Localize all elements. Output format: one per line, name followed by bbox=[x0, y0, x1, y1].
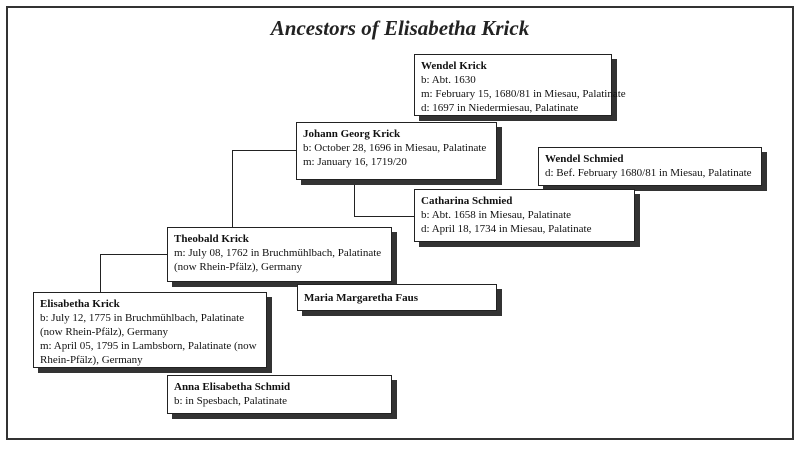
person-name: Wendel Schmied bbox=[545, 153, 624, 165]
connector-line bbox=[100, 254, 101, 292]
person-name: Catharina Schmied bbox=[421, 195, 513, 207]
chart-title: Ancestors of Elisabetha Krick bbox=[270, 16, 530, 40]
person-detail: m: July 08, 1762 in Bruchmühlbach, Palat… bbox=[174, 247, 382, 259]
person-detail: (now Rhein-Pfälz), Germany bbox=[40, 326, 168, 338]
person-detail: b: in Spesbach, Palatinate bbox=[174, 395, 288, 407]
person-box-wendel-schmied[interactable]: Wendel Schmied d: Bef. February 1680/81 … bbox=[538, 147, 762, 186]
person-detail: m: February 15, 1680/81 in Miesau, Palat… bbox=[421, 88, 626, 100]
person-name: Elisabetha Krick bbox=[40, 298, 120, 310]
person-box-catharina-schmied[interactable]: Catharina Schmied b: Abt. 1658 in Miesau… bbox=[414, 189, 635, 242]
connector-line bbox=[354, 216, 414, 217]
person-box-elisabetha-krick[interactable]: Elisabetha Krick b: July 12, 1775 in Bru… bbox=[33, 292, 267, 368]
person-detail: m: January 16, 1719/20 bbox=[303, 156, 407, 168]
person-detail: d: 1697 in Niedermiesau, Palatinate bbox=[421, 102, 579, 114]
person-detail: m: April 05, 1795 in Lambsborn, Palatina… bbox=[40, 340, 257, 352]
person-detail: b: July 12, 1775 in Bruchmühlbach, Palat… bbox=[40, 312, 245, 324]
connector-line bbox=[232, 150, 296, 151]
person-detail: b: Abt. 1630 bbox=[421, 74, 476, 86]
person-box-anna-elisabetha-schmid[interactable]: Anna Elisabetha Schmid b: in Spesbach, P… bbox=[167, 375, 392, 414]
person-detail: b: Abt. 1658 in Miesau, Palatinate bbox=[421, 209, 572, 221]
person-name: Maria Margaretha Faus bbox=[304, 292, 419, 304]
person-box-johann-georg-krick[interactable]: Johann Georg Krick b: October 28, 1696 i… bbox=[296, 122, 497, 180]
person-name: Johann Georg Krick bbox=[303, 128, 401, 140]
connector-line bbox=[354, 180, 355, 216]
chart-frame bbox=[6, 6, 794, 440]
person-detail: Rhein-Pfälz), Germany bbox=[40, 354, 143, 366]
person-detail: b: October 28, 1696 in Miesau, Palatinat… bbox=[303, 142, 487, 154]
connector-line bbox=[232, 150, 233, 227]
person-detail: d: April 18, 1734 in Miesau, Palatinate bbox=[421, 223, 592, 235]
person-detail: d: Bef. February 1680/81 in Miesau, Pala… bbox=[545, 167, 752, 179]
connector-line bbox=[100, 254, 167, 255]
person-name: Wendel Krick bbox=[421, 60, 487, 72]
person-box-theobald-krick[interactable]: Theobald Krick m: July 08, 1762 in Bruch… bbox=[167, 227, 392, 282]
person-name: Anna Elisabetha Schmid bbox=[174, 381, 291, 393]
person-name: Theobald Krick bbox=[174, 233, 249, 245]
person-detail: (now Rhein-Pfälz), Germany bbox=[174, 261, 302, 273]
person-box-wendel-krick[interactable]: Wendel Krick b: Abt. 1630 m: February 15… bbox=[414, 54, 626, 116]
person-box-maria-margaretha-faus[interactable]: Maria Margaretha Faus bbox=[297, 284, 497, 311]
